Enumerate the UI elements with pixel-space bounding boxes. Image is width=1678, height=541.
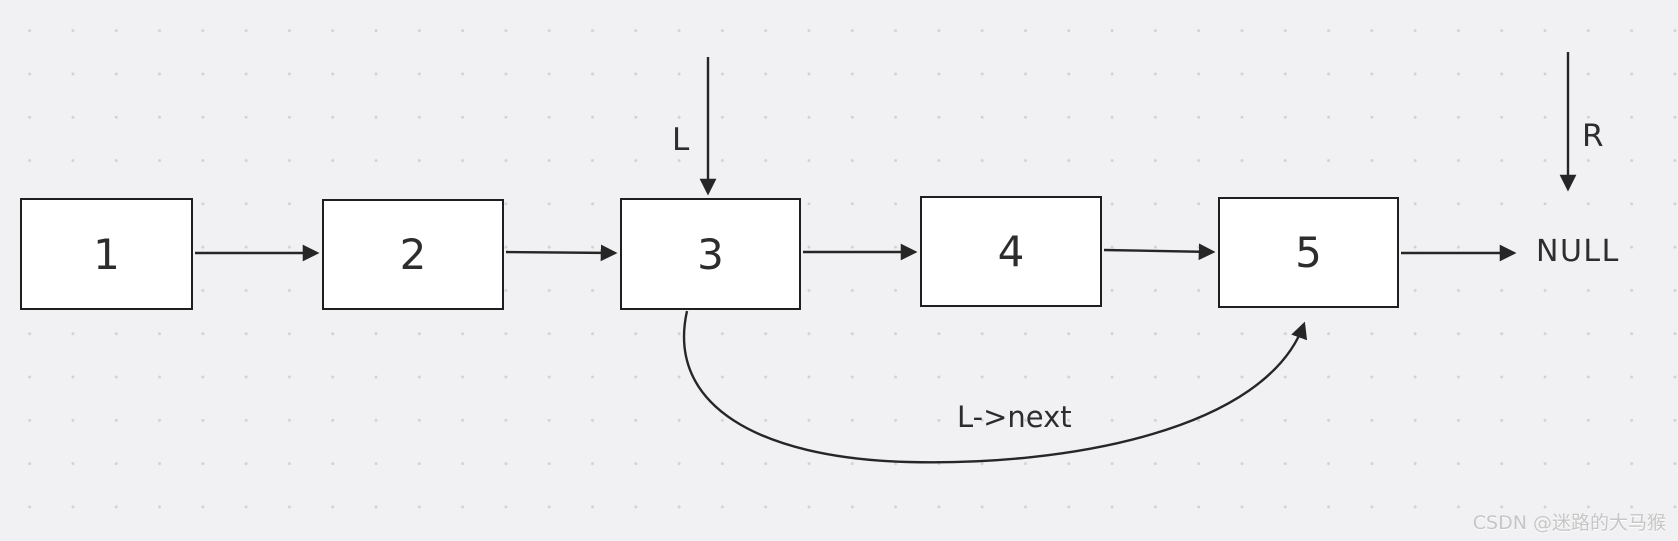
right-pointer-label: R [1582, 118, 1604, 154]
list-node-1: 1 [20, 198, 193, 310]
arrow-node4-node5 [1103, 243, 1216, 261]
csdn-watermark: CSDN @迷路的大马猴 [1472, 512, 1666, 534]
list-node-4: 4 [920, 196, 1102, 307]
list-node-2: 2 [322, 199, 504, 310]
list-node-3: 3 [620, 198, 801, 310]
arrow-node2-node3 [505, 244, 618, 262]
left-pointer-label: L [672, 122, 690, 158]
l-next-curve-arrow [682, 310, 1308, 464]
null-label: NULL [1536, 234, 1620, 269]
l-next-curve-label: L->next [957, 400, 1072, 434]
list-node-5: 5 [1218, 197, 1399, 308]
